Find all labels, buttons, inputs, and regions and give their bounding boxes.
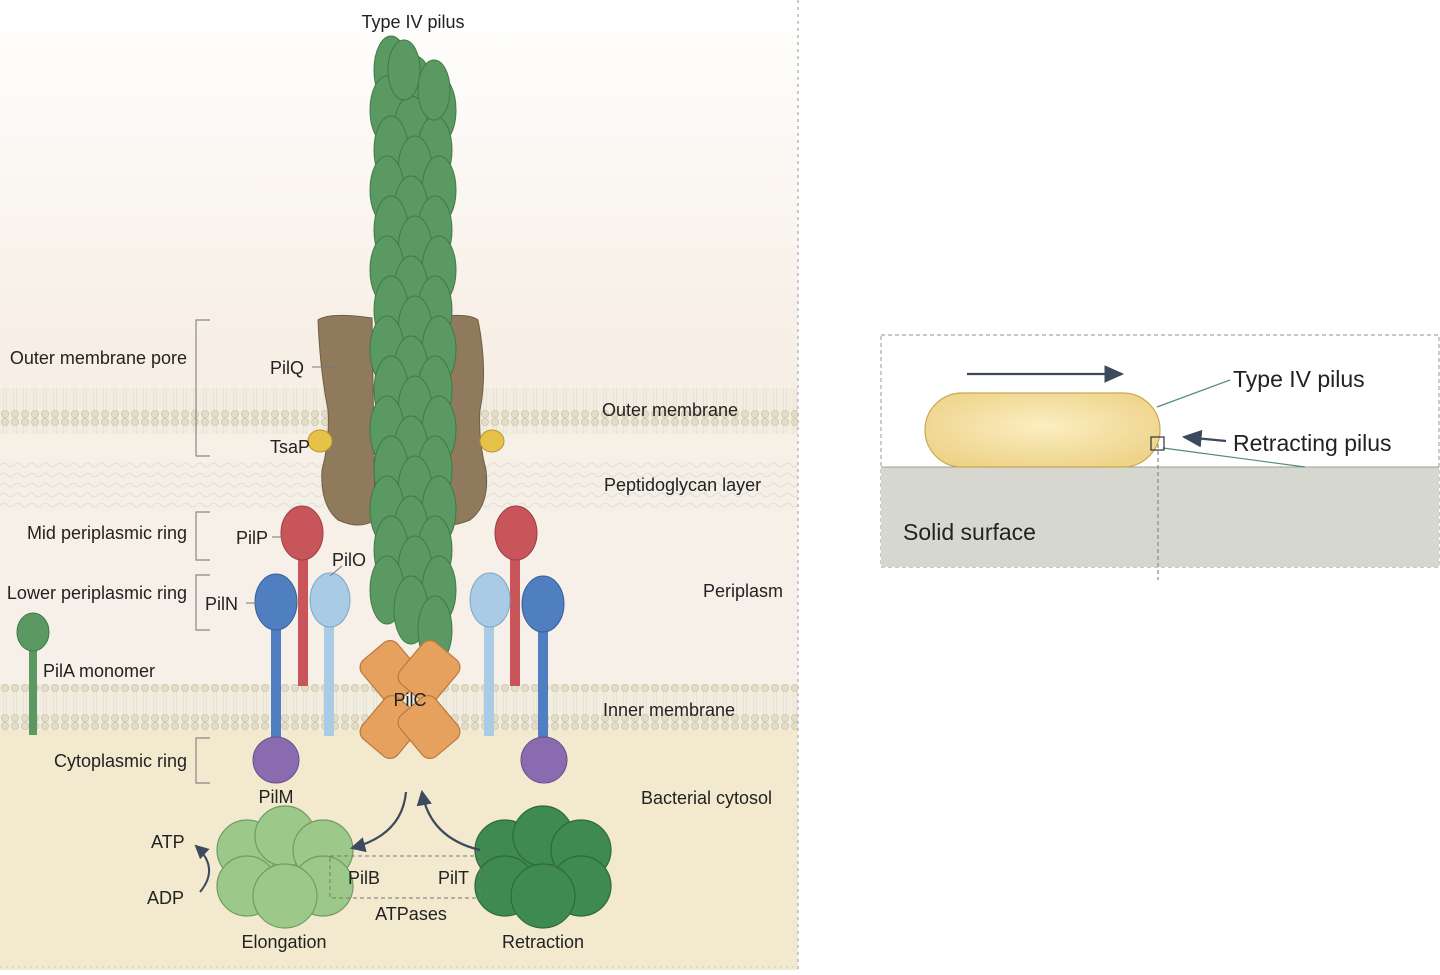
elongation-arrow	[349, 791, 408, 853]
pila-monomer	[16, 612, 50, 735]
label-pilm: PilM	[259, 787, 294, 807]
label-pilb: PilB	[348, 868, 380, 888]
label-inner-membrane: Inner membrane	[603, 700, 735, 720]
label-pilc: PilC	[393, 690, 426, 710]
piln-protein-right	[521, 575, 565, 745]
zoom-square	[1150, 436, 1165, 451]
retracting-arrow	[1181, 429, 1227, 448]
pilin-subunit	[417, 59, 451, 121]
atpase-subunit	[510, 863, 576, 929]
retracting-pilus-line	[1162, 447, 1306, 468]
label-pilt: PilT	[438, 868, 469, 888]
label-outer-membrane: Outer membrane	[602, 400, 738, 420]
atpase-dashed-box	[329, 855, 481, 899]
pilus-title: Type IV pilus	[361, 12, 464, 32]
right-panel: Type IV pilus Retracting pilus Solid sur…	[880, 334, 1440, 580]
label-bacterial-cytosol: Bacterial cytosol	[641, 788, 772, 808]
type-iv-pilus-line	[1156, 379, 1231, 408]
label-pila-monomer: PilA monomer	[43, 661, 155, 681]
label-cytoplasmic-ring: Cytoplasmic ring	[54, 751, 187, 771]
label-peptidoglycan-layer: Peptidoglycan layer	[604, 475, 761, 495]
atpase-subunit	[252, 863, 318, 929]
atp-adp-arrow	[194, 844, 210, 893]
label-retraction: Retraction	[502, 932, 584, 952]
pilo-protein-right	[469, 572, 511, 736]
label-pilq: PilQ	[270, 358, 304, 378]
tsap-protein-right	[479, 429, 505, 453]
label-atpases: ATPases	[375, 904, 447, 924]
retraction-arrow	[416, 789, 481, 852]
label-periplasm: Periplasm	[703, 581, 783, 601]
label-mid-periplasmic-ring: Mid periplasmic ring	[27, 523, 187, 543]
bacterial-cell	[924, 392, 1161, 468]
label-piln: PilN	[205, 594, 238, 614]
label-retracting-pilus: Retracting pilus	[1233, 430, 1392, 456]
label-type-iv-pilus: Type IV pilus	[1233, 366, 1365, 392]
bracket-lines	[195, 319, 210, 784]
pilus-filament	[369, 35, 457, 665]
label-pilo: PilO	[332, 550, 366, 570]
label-solid-surface: Solid surface	[903, 519, 1036, 545]
leader-lines	[246, 366, 343, 604]
label-elongation: Elongation	[241, 932, 326, 952]
right-panel-frame	[880, 334, 1440, 568]
label-pilp: PilP	[236, 528, 268, 548]
label-outer-membrane-pore: Outer membrane pore	[10, 348, 187, 368]
pilc-protein	[359, 640, 461, 759]
label-atp: ATP	[151, 832, 185, 852]
piln-protein-left	[254, 573, 298, 745]
pilp-protein-left	[280, 505, 324, 686]
label-adp: ADP	[147, 888, 184, 908]
tsap-protein-left	[307, 429, 333, 453]
pilp-protein-right	[494, 505, 538, 686]
pilin-subunit	[387, 39, 421, 101]
pilm-protein-right	[520, 736, 568, 784]
pilm-protein-left	[252, 736, 300, 784]
pilt-atpase	[474, 805, 612, 929]
cytosol-region	[0, 730, 798, 970]
pilb-atpase	[216, 805, 354, 929]
solid-surface	[881, 467, 1439, 567]
label-tsap: TsaP	[270, 437, 310, 457]
label-lower-periplasmic-ring: Lower periplasmic ring	[7, 583, 187, 603]
pilo-protein-left	[309, 572, 351, 736]
